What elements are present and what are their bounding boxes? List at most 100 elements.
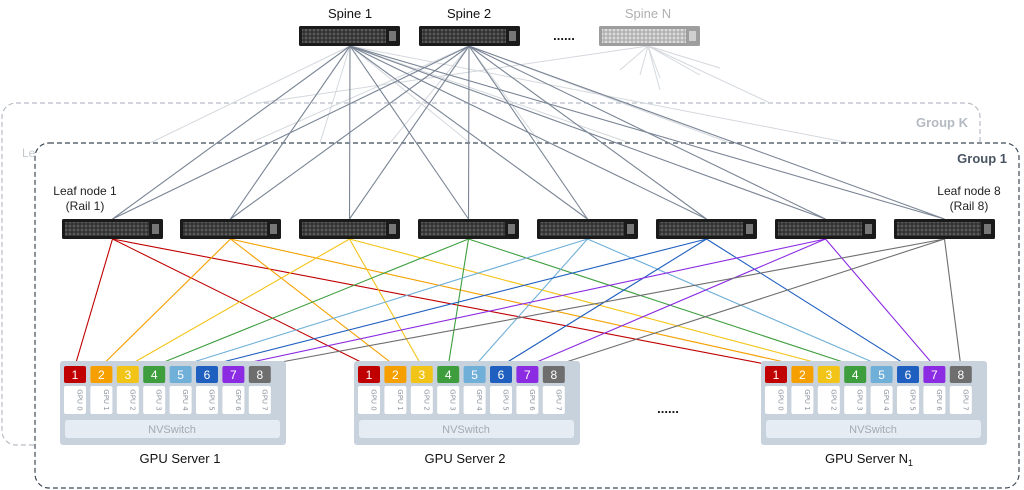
leaf-switch-ports [183, 222, 267, 236]
nic-4-badge [437, 366, 460, 383]
rail-links [74, 238, 962, 367]
nic-5-badge [870, 366, 893, 383]
nic-1-badge [358, 366, 380, 383]
gpu-4-label: GPU 4 [882, 389, 890, 411]
nic-5-label: 5 [471, 368, 478, 382]
gpu-2-box [410, 386, 433, 414]
leaf-1-rail: (Rail 1) [66, 199, 105, 213]
leaf-switch-module [270, 224, 277, 234]
uplink-spine1-leaf1 [112, 45, 351, 220]
gpu-6-label: GPU 6 [234, 389, 242, 411]
leaf-switch-ports [65, 222, 149, 236]
spine-n-faded-link [647, 45, 721, 69]
nic-3-label: 3 [124, 368, 131, 382]
nic-2-badge [384, 366, 407, 383]
faded-uplink [249, 45, 470, 144]
nic-7-label: 7 [524, 368, 531, 382]
rail-2-link-server-1 [101, 238, 231, 367]
nic-3-badge [116, 366, 139, 383]
rail-6-link-server-3 [706, 238, 909, 367]
gpu-1-label: GPU 1 [102, 389, 110, 410]
nic-8-label: 8 [957, 368, 964, 382]
nic-1-badge [64, 366, 86, 383]
rail-8-link-server-3 [943, 238, 962, 367]
uplink-spine2-leaf5 [468, 45, 588, 220]
nic-2-badge [90, 366, 113, 383]
leaf-8-name: Leaf node 8 [937, 184, 1001, 198]
nic-6-label: 6 [204, 368, 211, 382]
leaf-switch-module [389, 224, 396, 234]
gpu-6-box [222, 386, 245, 414]
faded-uplink [349, 45, 471, 144]
nvswitch-label: NVSwitch [148, 424, 196, 436]
gpu-1-label: GPU 1 [396, 389, 404, 410]
gpu-7-label: GPU 7 [554, 389, 562, 410]
gpu-7-label: GPU 7 [260, 389, 268, 410]
uplink-spine2-leaf6 [468, 45, 707, 220]
nic-2-badge [791, 366, 814, 383]
faded-uplink [319, 45, 351, 144]
nic-7-label: 7 [230, 368, 237, 382]
gpu-6-box [516, 386, 539, 414]
spine-leaf-uplinks [112, 45, 945, 220]
rail-7-link-server-3 [825, 238, 935, 367]
gpu-4-box [870, 386, 893, 414]
nic-7-badge [516, 366, 539, 383]
spine-n-faded-link [639, 45, 649, 76]
rail-1-link-server-1 [74, 238, 114, 367]
gpu-0-box [765, 386, 787, 414]
gpu-7-box [949, 386, 972, 414]
gpu-1-box [791, 386, 814, 414]
faded-uplink [149, 45, 351, 144]
gpu-3-label: GPU 3 [856, 389, 864, 410]
gpu-5-box [897, 386, 919, 414]
gpu-3-label: GPU 3 [449, 389, 457, 410]
gpu-0-label: GPU 0 [76, 389, 84, 410]
rail-7-link-server-1 [233, 238, 826, 367]
nic-7-badge [222, 366, 245, 383]
nic-3-label: 3 [825, 368, 832, 382]
gpu-6-label: GPU 6 [528, 389, 536, 411]
leaf-switch-ports [421, 222, 505, 236]
spine-2-switch [419, 26, 520, 46]
rail-6-link-server-1 [206, 238, 707, 367]
nic-8-label: 8 [550, 368, 557, 382]
leaf-switch-ports [302, 222, 386, 236]
gpu-1-box [384, 386, 407, 414]
gpu-2-label: GPU 2 [829, 389, 837, 410]
gpu-7-label: GPU 7 [961, 389, 969, 410]
nic-6-badge [490, 366, 512, 383]
nic-1-label: 1 [72, 368, 79, 382]
group-k-uplinks [149, 45, 851, 144]
server-2-name: GPU Server 2 [425, 451, 506, 466]
uplink-spine2-leaf7 [468, 45, 826, 220]
nic-1-label: 1 [366, 368, 373, 382]
spine-1-label: Spine 1 [328, 6, 372, 21]
gpu-2-box [116, 386, 139, 414]
spine-layer: Spine 1 Spine 2 ...... Spine N [299, 6, 700, 46]
uplink-spine2-leaf4 [467, 45, 470, 220]
group-1-label: Group 1 [957, 151, 1007, 166]
server-n-name-main: GPU Server N [825, 451, 908, 466]
nvswitch-bar [766, 420, 981, 438]
nic-6-label: 6 [905, 368, 912, 382]
gpu-0-box [64, 386, 86, 414]
rail-3-link-server-1 [127, 238, 350, 367]
gpu-2-label: GPU 2 [128, 389, 136, 410]
nic-5-badge [169, 366, 192, 383]
nic-5-badge [463, 366, 486, 383]
spine-n-switch [599, 26, 700, 46]
leaf-3-switch [299, 219, 400, 239]
leaf-switch-ports [540, 222, 624, 236]
leaf-1-name: Leaf node 1 [53, 184, 117, 198]
nic-1-badge [765, 366, 787, 383]
rail-7-link-server-2 [527, 238, 826, 367]
gpu-0-label: GPU 0 [370, 389, 378, 410]
uplink-spine2-leaf3 [349, 45, 470, 220]
faded-uplink [389, 45, 470, 144]
leaf-switch-module [746, 224, 753, 234]
group-k-label: Group K [916, 115, 969, 130]
gpu-7-box [248, 386, 271, 414]
